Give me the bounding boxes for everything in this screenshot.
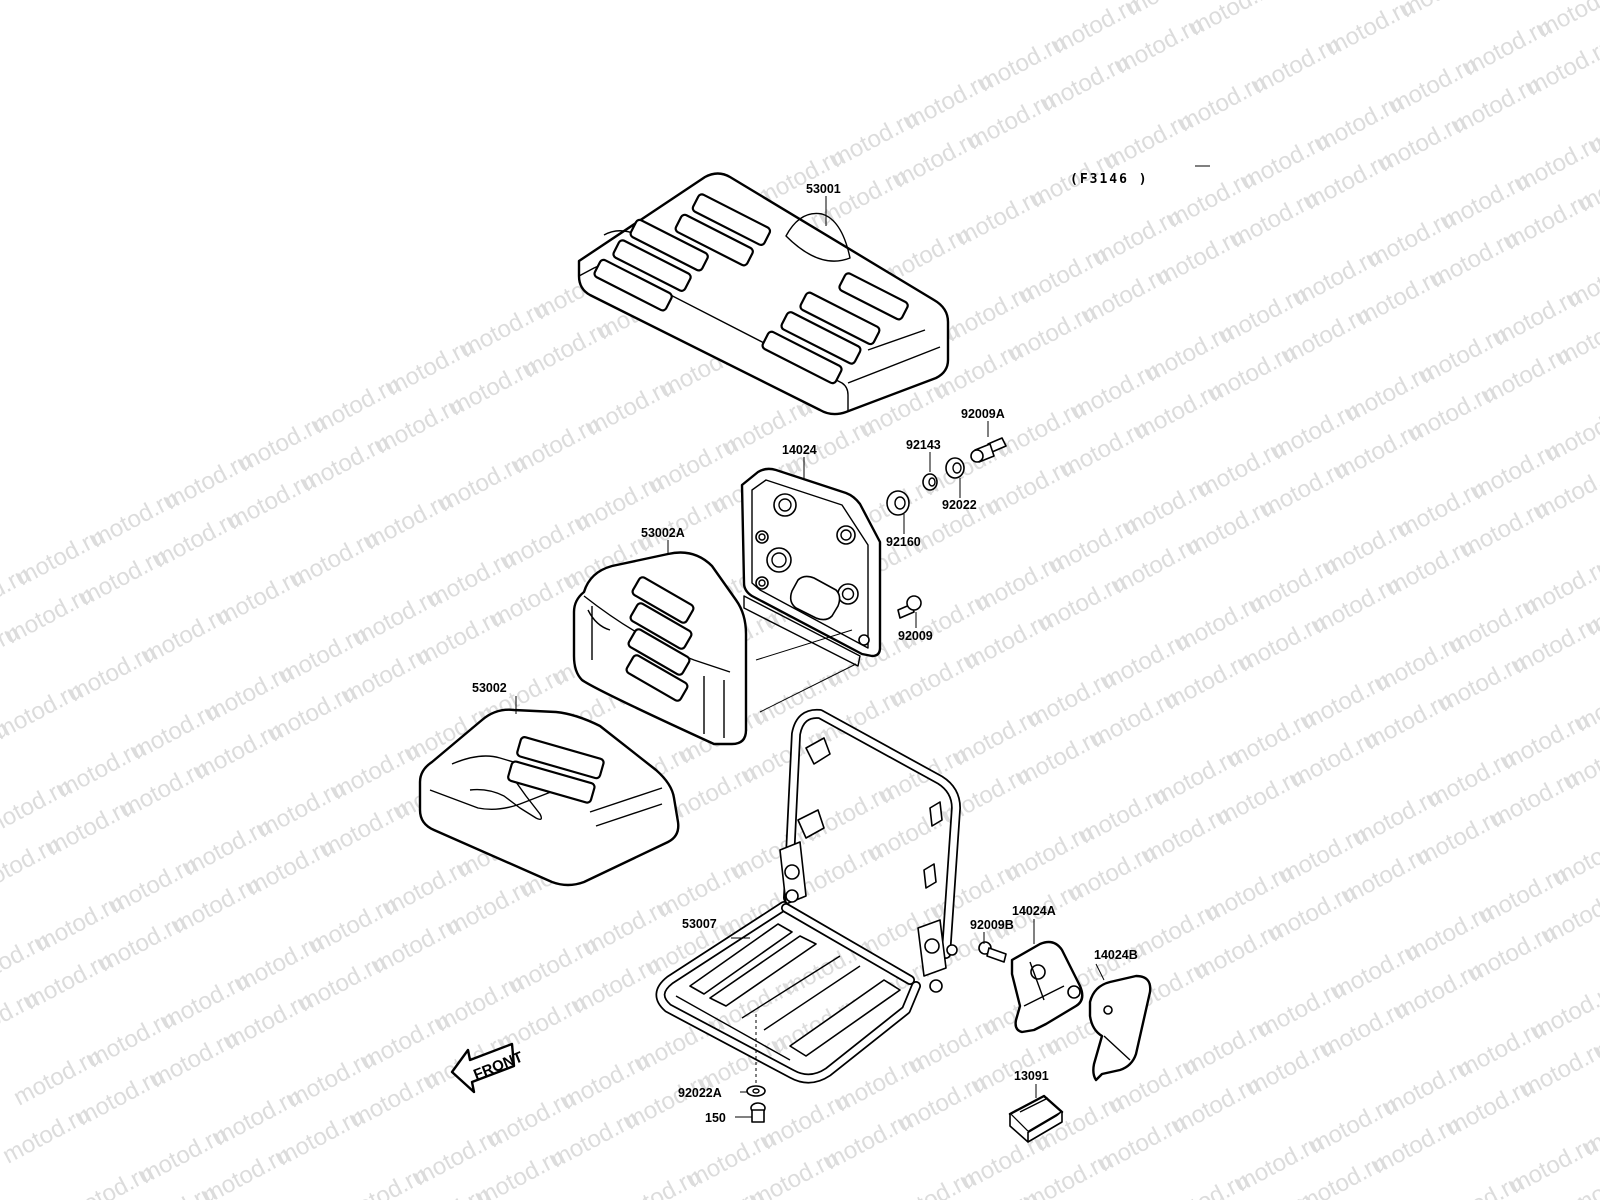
label-92022: 92022 (942, 498, 977, 512)
label-53002: 53002 (472, 681, 507, 695)
diagram-code: (F3146 ) (1070, 172, 1149, 187)
watermark-text: motod.ru (1549, 823, 1600, 891)
watermark-text: motod.ru (1541, 399, 1600, 467)
label-92160: 92160 (886, 535, 921, 549)
watermark-text: motod.ru (1396, 0, 1492, 23)
bolt-a[interactable] (970, 437, 1007, 463)
collar[interactable] (922, 473, 938, 491)
label-53002A: 53002A (641, 526, 685, 540)
watermark-text: motod.ru (1519, 553, 1600, 621)
bolt[interactable] (897, 595, 922, 619)
screw[interactable] (750, 1102, 766, 1123)
washer[interactable] (746, 1085, 766, 1097)
label-150: 150 (705, 1111, 726, 1125)
label-53001: 53001 (806, 182, 841, 196)
seat-cushion-top[interactable] (577, 172, 950, 416)
part-labels: 53001 14024 53002A 53002 53007 92009A 92… (472, 182, 1138, 1125)
seat-back-plate[interactable] (740, 467, 882, 667)
label-92143: 92143 (906, 438, 941, 452)
bracket-b[interactable] (1088, 974, 1152, 1082)
watermark-text: motod.ru (1527, 977, 1600, 1045)
rubber-pad[interactable] (1008, 1094, 1064, 1143)
label-53007: 53007 (682, 917, 717, 931)
watermark-text: motod.ru (1259, 0, 1355, 3)
label-13091: 13091 (1014, 1069, 1049, 1083)
label-92022A: 92022A (678, 1086, 722, 1100)
backrest[interactable] (572, 551, 748, 746)
watermark-text: motod.ru (1533, 0, 1600, 43)
watermark-text: motod.ru (1185, 0, 1281, 41)
seat-bottom[interactable] (418, 708, 680, 887)
seat-frame[interactable] (655, 708, 961, 1084)
label-14024B: 14024B (1094, 948, 1138, 962)
label-14024: 14024 (782, 443, 817, 457)
label-14024A: 14024A (1012, 904, 1056, 918)
leader-lines (515, 196, 1105, 1118)
label-92009B: 92009B (970, 918, 1014, 932)
label-92009A: 92009A (961, 407, 1005, 421)
bolt-b[interactable] (978, 941, 1007, 963)
nut[interactable] (945, 457, 965, 479)
grommet[interactable] (886, 490, 910, 516)
label-92009: 92009 (898, 629, 933, 643)
bracket-a[interactable] (1010, 940, 1084, 1034)
